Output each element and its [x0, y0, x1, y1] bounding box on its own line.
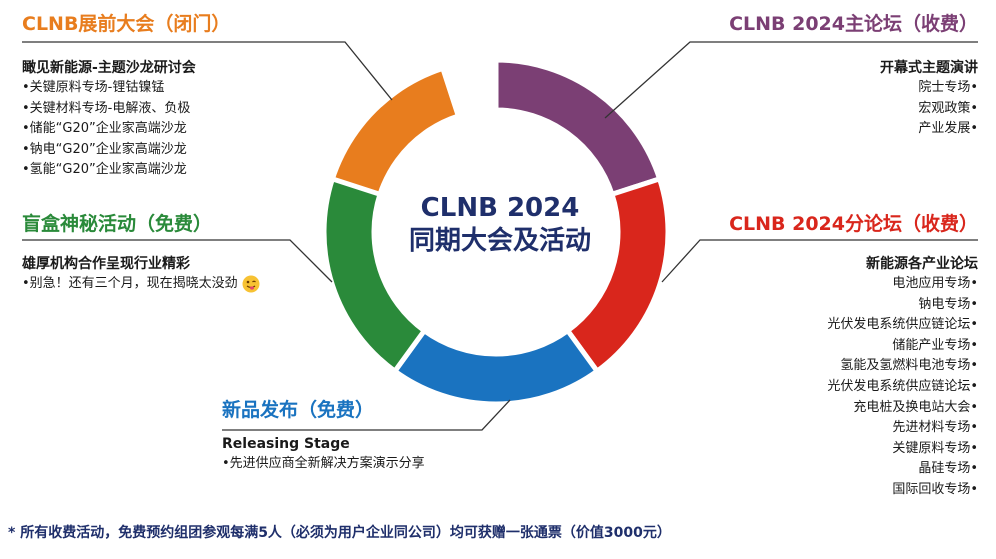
ring-segment-launch [391, 327, 601, 407]
connector-main [604, 41, 978, 119]
list-item: 光伏发电系统供应链论坛 [729, 377, 978, 398]
list-item: 钠电“G20”企业家高端沙龙 [22, 140, 230, 161]
section-mystery-title: 盲盒神秘活动（免费） [22, 213, 213, 235]
section-main-forum: CLNB 2024主论坛（收费） 开幕式主题演讲 院士专场 宏观政策 产业发展 [729, 12, 978, 140]
winking-face-tongue-icon [242, 275, 260, 292]
section-main-title: CLNB 2024主论坛（收费） [729, 13, 978, 35]
section-sub-list: 电池应用专场 钠电专场 光伏发电系统供应链论坛 储能产业专场 氢能及氢燃料电池专… [729, 274, 978, 501]
section-pre-event: CLNB展前大会（闭门） 瞰见新能源-主题沙龙研讨会 关键原料专场-锂钴镍锰 关… [22, 12, 230, 181]
connector-launch [222, 399, 511, 431]
section-sub-subtitle: 新能源各产业论坛 [866, 256, 978, 272]
ring-segment-main [493, 57, 663, 198]
list-item: 先进供应商全新解决方案演示分享 [222, 454, 425, 475]
section-launch-list: 先进供应商全新解决方案演示分享 [222, 454, 425, 475]
list-item: 别急！还有三个月，现在揭晓太没劲 [22, 274, 260, 295]
section-main-list: 院士专场 宏观政策 产业发展 [729, 78, 978, 140]
list-item: 宏观政策 [729, 99, 978, 120]
section-mystery: 盲盒神秘活动（免费） 雄厚机构合作呈现行业精彩 别急！还有三个月，现在揭晓太没劲 [22, 212, 260, 295]
list-item: 国际回收专场 [729, 480, 978, 501]
list-item: 充电桩及换电站大会 [729, 398, 978, 419]
ring-segment-mystery [321, 175, 428, 375]
section-pre-title: CLNB展前大会（闭门） [22, 13, 231, 35]
list-item: 储能产业专场 [729, 336, 978, 357]
list-item: 钠电专场 [729, 295, 978, 316]
center-title: CLNB 2024 同期大会及活动 [388, 192, 612, 258]
list-item: 关键原料专场-锂钴镍锰 [22, 78, 230, 99]
section-launch-title: 新品发布（免费） [222, 399, 375, 421]
connector-mystery [22, 239, 333, 283]
section-pre-list: 关键原料专场-锂钴镍锰 关键材料专场-电解液、负极 储能“G20”企业家高端沙龙… [22, 78, 230, 181]
list-item: 氢能及氢燃料电池专场 [729, 356, 978, 377]
list-item: 院士专场 [729, 78, 978, 99]
section-sub-forum: CLNB 2024分论坛（收费） 新能源各产业论坛 电池应用专场 钠电专场 光伏… [729, 212, 978, 501]
center-title-line2: 同期大会及活动 [408, 226, 591, 256]
connector-pre [22, 41, 393, 101]
connector-sub [661, 239, 978, 283]
section-mystery-list: 别急！还有三个月，现在揭晓太没劲 [22, 274, 260, 295]
list-item: 关键原料专场 [729, 439, 978, 460]
section-launch: 新品发布（免费） Releasing Stage 先进供应商全新解决方案演示分享 [222, 398, 425, 475]
list-item-text: 别急！还有三个月，现在揭晓太没劲 [29, 276, 238, 291]
list-item: 氢能“G20”企业家高端沙龙 [22, 160, 230, 181]
section-sub-title: CLNB 2024分论坛（收费） [729, 213, 978, 235]
section-launch-subtitle: Releasing Stage [222, 436, 350, 452]
list-item: 关键材料专场-电解液、负极 [22, 99, 230, 120]
list-item: 储能“G20”企业家高端沙龙 [22, 119, 230, 140]
list-item: 产业发展 [729, 119, 978, 140]
footnote: * 所有收费活动，免费预约组团参观每满5人（必须为用户企业同公司）均可获赠一张通… [8, 525, 671, 541]
list-item: 先进材料专场 [729, 418, 978, 439]
center-title-line1: CLNB 2024 [420, 193, 580, 223]
list-item: 光伏发电系统供应链论坛 [729, 315, 978, 336]
section-pre-subtitle: 瞰见新能源-主题沙龙研讨会 [22, 60, 196, 76]
list-item: 晶硅专场 [729, 459, 978, 480]
section-main-subtitle: 开幕式主题演讲 [880, 60, 978, 76]
list-item: 电池应用专场 [729, 274, 978, 295]
section-mystery-subtitle: 雄厚机构合作呈现行业精彩 [22, 256, 190, 272]
